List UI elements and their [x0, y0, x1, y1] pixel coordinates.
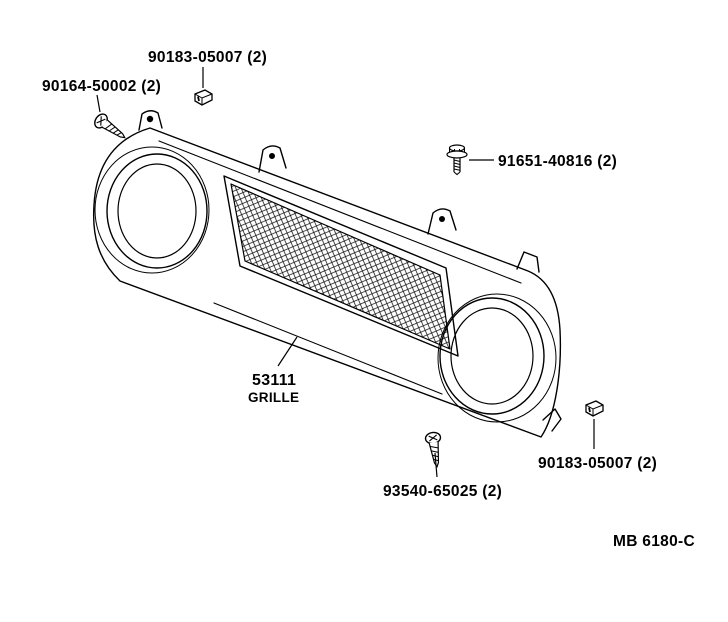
callout-screw-top-left: 90164-50002 (2) [42, 78, 161, 95]
mounting-hole-right-top [439, 216, 445, 222]
callout-bolt-right: 91651-40816 (2) [498, 153, 617, 170]
left-lamp-housing [94, 146, 210, 274]
leader-screw-top-left [96, 94, 101, 113]
left-lamp-ring-outer [106, 153, 208, 269]
mounting-tab-top-left [138, 110, 163, 131]
callout-clip-bottom-right: 90183-05007 (2) [538, 455, 657, 472]
grille-body-outline [92, 127, 562, 438]
leader-lines [96, 67, 595, 478]
mounting-hole-top-left [146, 115, 154, 123]
part-name-label: GRILLE [248, 390, 299, 405]
callout-screw-bottom: 93540-65025 (2) [383, 483, 502, 500]
right-lamp-ring-inner [450, 307, 534, 405]
clip-icon-top [194, 89, 213, 106]
leader-screw-bottom [434, 452, 438, 478]
part-number-label: 53111 [252, 372, 296, 389]
mounting-tab-bottom-right [542, 408, 562, 432]
screw-icon-top-left [91, 111, 130, 145]
mounting-tab-corner-right [516, 251, 540, 273]
left-lamp-ring-inner [117, 163, 197, 259]
figure-code: MB 6180-C [613, 533, 695, 550]
leader-grille [277, 336, 298, 367]
hex-bolt-icon-right [446, 144, 468, 176]
right-lamp-housing [437, 293, 557, 423]
clip-icon-bottom-right [585, 400, 604, 417]
grille-drawing [92, 110, 562, 438]
grille-top-edge-line [158, 140, 522, 284]
mounting-tab-right-top [427, 208, 457, 235]
mounting-hole-mid-top [269, 153, 275, 159]
callout-clip-top: 90183-05007 (2) [148, 49, 267, 66]
mounting-tab-mid-top [258, 145, 287, 173]
screw-icon-bottom [424, 430, 446, 469]
grille-mesh [230, 183, 451, 350]
grille-mesh-frame [223, 175, 459, 357]
grille-bottom-edge-line [213, 302, 443, 395]
right-lamp-ring-outer [439, 297, 545, 415]
callout-labels: 90183-05007 (2) 90164-50002 (2) 91651-40… [42, 49, 695, 550]
